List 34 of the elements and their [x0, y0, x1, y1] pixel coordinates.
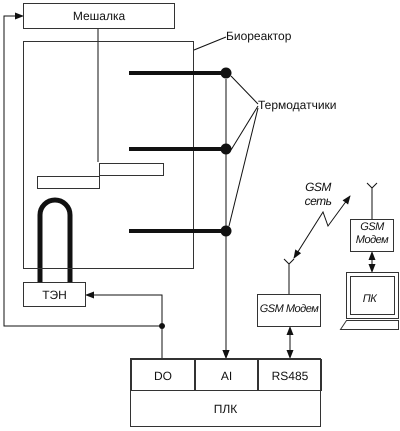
port-label: RS485: [270, 369, 310, 383]
vessel-box: [23, 41, 194, 269]
sensor-probe: [128, 67, 232, 79]
modem-box: [257, 258, 321, 327]
leader-line: [194, 36, 226, 50]
heater-box: [23, 282, 86, 307]
modem-label: GSM Модем: [258, 302, 320, 316]
mixer-label: Мешалка: [72, 9, 126, 23]
edge-label: GSM сеть: [304, 180, 332, 208]
computer-label: ПК: [362, 292, 378, 306]
mixer-box: [23, 3, 175, 29]
output-port-cell: [131, 359, 195, 391]
laptop-icon: [340, 272, 399, 330]
paddle-drawing: [37, 163, 164, 189]
interface-port-cell: [258, 359, 322, 391]
plc-box: [130, 358, 321, 427]
leader-line: [230, 106, 258, 150]
sensors-label: Термодатчики: [258, 97, 350, 113]
input-port-cell: [195, 359, 258, 391]
leader-line: [228, 108, 258, 226]
port-label: AI: [220, 369, 234, 383]
plc-label: ПЛК: [212, 402, 238, 416]
port-label: DO: [153, 369, 173, 383]
modem-label: GSM Модем: [354, 221, 390, 247]
leader-line: [230, 76, 258, 104]
double-arrow: [293, 195, 351, 259]
sensor-probe: [128, 143, 232, 155]
heater-label: ТЭН: [41, 288, 68, 302]
arrow: [222, 236, 230, 359]
double-arrow: [368, 251, 376, 273]
vessel-label: Биореактор: [226, 28, 306, 44]
sensor-probe: [128, 225, 232, 237]
double-arrow: [286, 326, 294, 359]
modem-box: [350, 182, 394, 252]
